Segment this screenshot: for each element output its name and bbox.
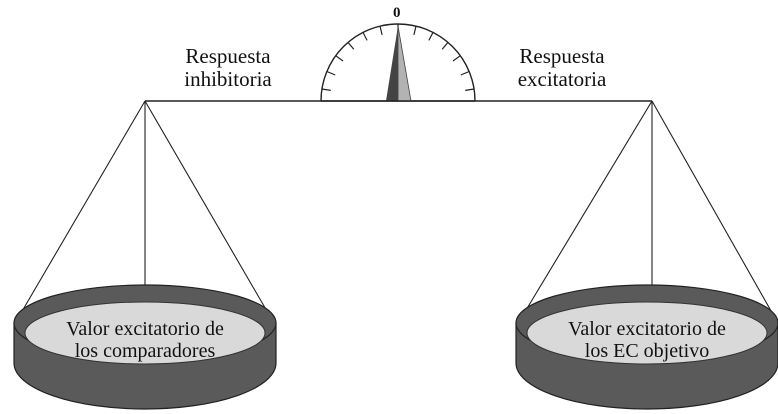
dial-tick [326, 70, 336, 76]
inhibitory-line-1: Respuesta [185, 44, 271, 68]
excitatory-line-1: Respuesta [519, 44, 605, 68]
inhibitory-line-2: inhibitoria [184, 67, 272, 91]
dial-tick [441, 42, 449, 50]
excitatory-response-label: Respuesta excitatoria [500, 45, 624, 91]
dial-tick [465, 88, 475, 91]
dial-tick [321, 88, 331, 91]
right-suspension-strings [516, 100, 778, 326]
dial [320, 23, 476, 102]
dial-tick [460, 70, 470, 76]
comparators-line-2: los comparadores [74, 340, 216, 362]
dial-tick [362, 32, 368, 41]
target-cs-line-1: Valor excitatorio de [568, 318, 726, 340]
dial-needle-right-half [397, 25, 412, 102]
dial-tick [413, 25, 417, 36]
left-suspension-strings [13, 100, 276, 326]
dial-tick [379, 25, 383, 36]
dial-tick [452, 55, 461, 62]
comparators-line-1: Valor excitatorio de [66, 318, 224, 340]
left-pan [13, 284, 277, 410]
dial-tick [428, 32, 434, 41]
excitatory-line-2: excitatoria [517, 67, 607, 91]
comparators-value-label: Valor excitatorio de los comparadores [45, 318, 245, 362]
dial-tick [335, 55, 344, 62]
dial-needle-left-half [386, 26, 398, 101]
target-cs-line-2: los EC objetivo [584, 340, 710, 362]
right-pan [515, 284, 778, 410]
dial-zero-label: 0 [393, 5, 401, 21]
inhibitory-response-label: Respuesta inhibitoria [168, 45, 288, 91]
dial-tick [347, 42, 355, 50]
target-cs-value-label: Valor excitatorio de los EC objetivo [547, 318, 747, 362]
dial-ticks [321, 24, 475, 91]
